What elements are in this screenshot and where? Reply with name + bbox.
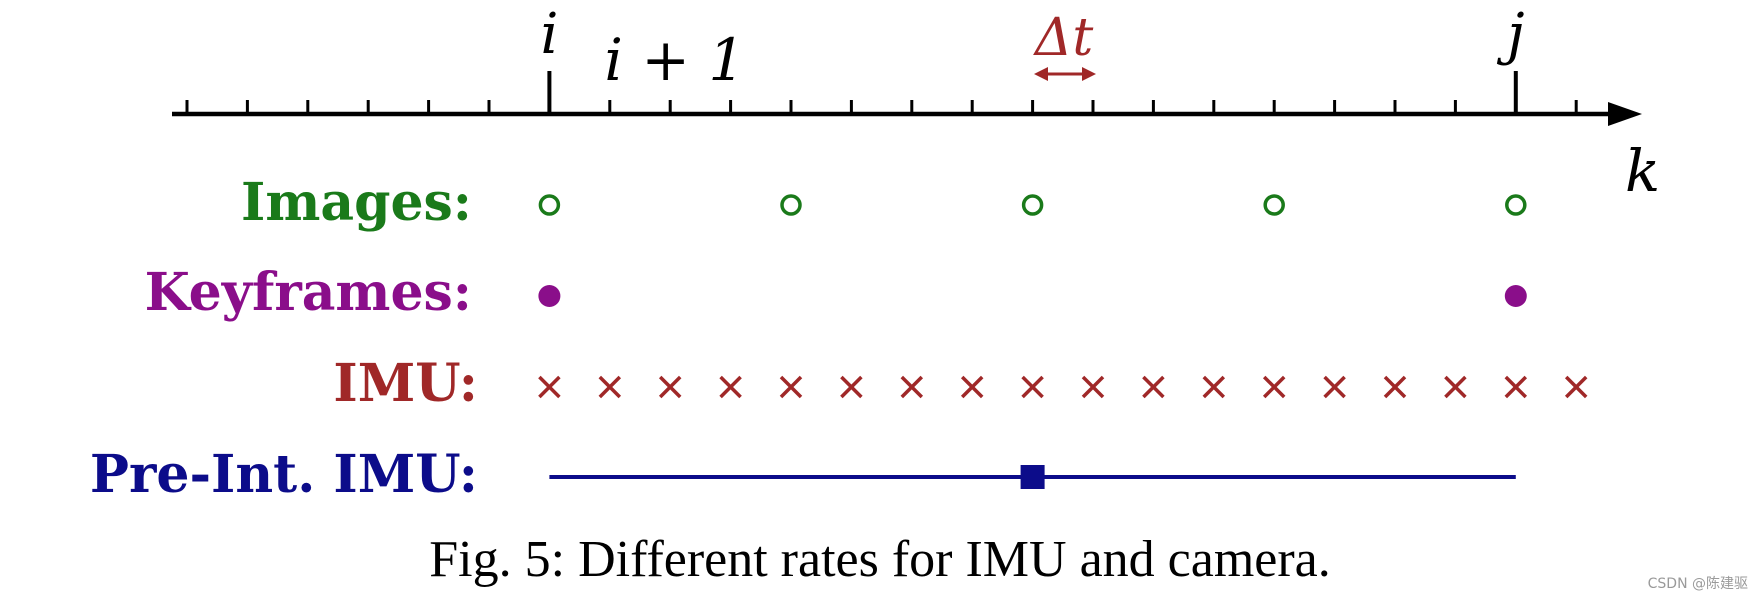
image-marker (1021, 194, 1044, 216)
imu-marker (1564, 375, 1588, 399)
imu-marker (598, 375, 622, 399)
imu-marker (719, 375, 742, 399)
imu-marker (538, 375, 561, 399)
delta-t-label: Δt (1033, 8, 1094, 68)
imu-marker (658, 375, 682, 399)
imu-marker (1504, 375, 1528, 399)
imu-marker (1202, 375, 1226, 399)
image-marker (1505, 194, 1527, 216)
delta-t-arrow-right (1082, 67, 1096, 81)
imu-markers (538, 375, 1588, 399)
figure-caption: Fig. 5: Different rates for IMU and came… (429, 531, 1331, 588)
imu-marker (1021, 375, 1044, 399)
imu-marker (1383, 375, 1407, 399)
keyframes-markers (538, 285, 1527, 307)
imu-marker (960, 375, 984, 399)
imu-marker (900, 375, 924, 399)
tick-label-j: j (1496, 2, 1524, 67)
image-marker (780, 194, 802, 216)
image-marker (538, 194, 561, 216)
row-label-images: Images: (241, 172, 472, 233)
keyframe-marker (1504, 285, 1527, 307)
row-label-imu: IMU: (333, 353, 478, 414)
imu-marker (1081, 375, 1105, 399)
imu-marker (1444, 375, 1467, 399)
tick-label-i: i (540, 2, 558, 67)
tick-label-i-plus-1: i + 1 (604, 26, 745, 94)
imu-marker (779, 375, 803, 399)
keyframe-marker (538, 285, 561, 307)
imu-marker (1142, 375, 1165, 399)
imu-marker (840, 375, 863, 399)
watermark: CSDN @陈建驱 (1647, 576, 1748, 592)
imu-marker (1323, 375, 1346, 399)
imu-marker (1262, 375, 1286, 399)
row-label-preint: Pre-Int. IMU: (90, 444, 478, 505)
axis-ticks (185, 71, 1578, 114)
axis-label-k: k (1625, 137, 1660, 205)
delta-t-annotation: Δt (1033, 8, 1096, 81)
images-markers (538, 194, 1527, 216)
image-marker (1263, 194, 1285, 216)
preint-imu-segment (549, 465, 1516, 489)
axis-arrowhead (1608, 102, 1642, 126)
preint-square (1020, 465, 1045, 489)
delta-t-arrow-left (1034, 67, 1048, 81)
row-label-keyframes: Keyframes: (145, 262, 472, 323)
time-axis: k i i + 1 j (172, 2, 1660, 205)
